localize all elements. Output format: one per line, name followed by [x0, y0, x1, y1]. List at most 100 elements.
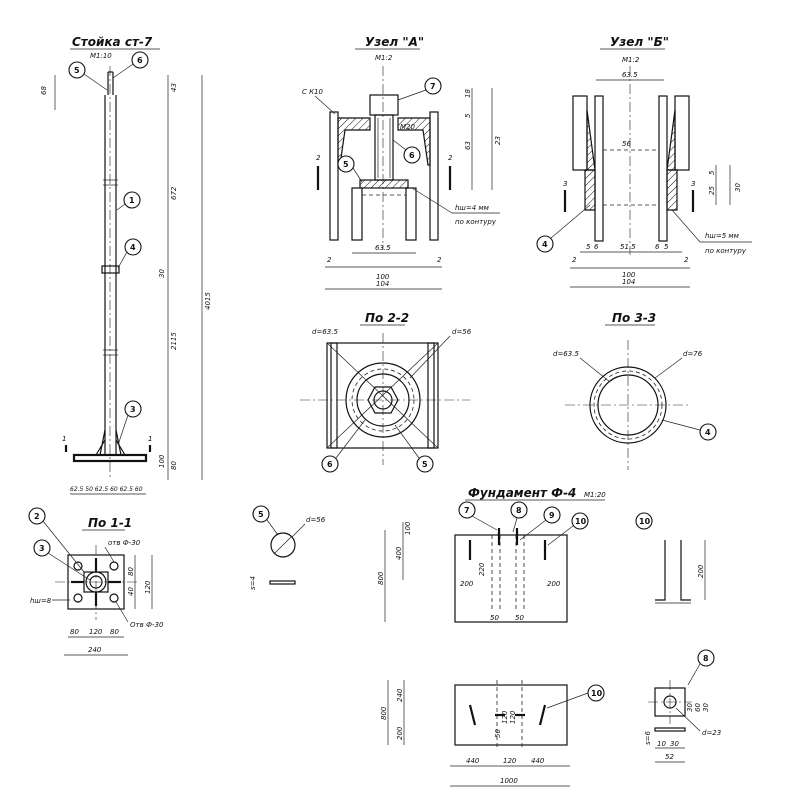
node-b-view: Узел "Б" М1:2 63.5 56 3 3 4 hш=5 мм по к…	[536, 35, 752, 288]
foundation-w1000: 1000	[500, 777, 518, 785]
node-a-d2-left: 2	[327, 256, 332, 264]
node-b-weld-contour: по контуру	[705, 247, 747, 255]
node-b-title: Узел "Б"	[610, 35, 669, 49]
foundation-callout-8: 8	[510, 501, 528, 519]
node-b-b6-left: 6	[594, 243, 599, 251]
part8-a: 30	[686, 703, 694, 712]
part8-w2: 30	[670, 740, 679, 748]
stand-view: Стойка ст-7 М1:10 1 1 5 6 1 4 3	[40, 35, 212, 495]
node-a-callout-7: 7	[424, 77, 442, 95]
sec11-v40: 40	[127, 587, 135, 596]
part8-w: 10	[657, 740, 666, 748]
foundation-w50-left: 50	[490, 614, 499, 622]
sec11-d240: 240	[88, 646, 102, 654]
svg-text:7: 7	[464, 506, 470, 515]
part-10: 10 200	[635, 512, 706, 604]
section-mark-1-right: 1	[148, 435, 152, 443]
node-a-callout-6: 6	[403, 146, 421, 164]
part5-callout: 5	[252, 505, 270, 523]
foundation-title: Фундамент Ф-4	[468, 486, 576, 500]
foundation-p120a: 120	[501, 710, 509, 724]
sec11-hole-bottom: Отв Ф-30	[130, 621, 164, 629]
sec11-weld: hш=8	[30, 597, 52, 605]
node-a-sec2-left: 2	[316, 154, 321, 162]
node-a-weld-contour: по контуру	[455, 218, 497, 226]
node-b-b515: 51.5	[620, 243, 636, 251]
svg-text:7: 7	[430, 82, 436, 91]
section-mark-1-left: 1	[62, 435, 66, 443]
sec22-d635: d=63.5	[312, 328, 338, 336]
foundation-scale: М1:20	[584, 491, 606, 499]
svg-text:10: 10	[575, 517, 587, 526]
svg-text:5: 5	[422, 460, 428, 469]
node-b-b6-right: 6	[655, 243, 660, 251]
svg-text:9: 9	[549, 511, 555, 520]
node-b-d100: 100	[622, 271, 636, 279]
node-a-title: Узел "А"	[365, 35, 424, 49]
node-b-sec3-left: 3	[563, 180, 567, 188]
svg-text:10: 10	[591, 689, 603, 698]
svg-text:4: 4	[542, 240, 548, 249]
stand-dim-43: 43	[170, 83, 178, 92]
foundation-view: Фундамент Ф-4 М1:20 7 8 9 10 200 200 220…	[377, 486, 606, 787]
svg-text:4: 4	[130, 243, 136, 252]
node-b-weld: hш=5 мм	[705, 232, 740, 240]
node-a-callout-5: 5	[337, 155, 355, 173]
stand-dim-total: 4015	[204, 292, 212, 310]
sec33-title: По 3-3	[612, 311, 656, 325]
node-b-b2-right: 2	[684, 256, 689, 264]
foundation-plan-h800: 800	[380, 706, 388, 720]
sec11-title: По 1-1	[88, 516, 132, 530]
foundation-p120b: 120	[509, 710, 517, 724]
sec11-callout-2: 2	[28, 507, 46, 525]
svg-text:2: 2	[34, 512, 40, 521]
node-a-d635: 63.5	[375, 244, 391, 252]
sec33-d76: d=76	[683, 350, 703, 358]
svg-text:6: 6	[137, 56, 143, 65]
part10-h: 200	[697, 564, 705, 578]
sec11-d80a: 80	[70, 628, 79, 636]
svg-text:4: 4	[705, 428, 711, 437]
node-a-r18: 18	[464, 89, 472, 98]
node-b-callout-4: 4	[536, 235, 554, 253]
foundation-plan-callout-10: 10	[587, 684, 605, 702]
stand-dim-672: 672	[170, 186, 178, 200]
svg-text:6: 6	[409, 151, 415, 160]
node-b-scale: М1:2	[622, 56, 640, 64]
section-2-2: По 2-2 d=63.5 d=56 6 5	[300, 311, 472, 473]
foundation-p220: 220	[478, 562, 486, 576]
node-a-scale: М1:2	[375, 54, 393, 62]
svg-text:6: 6	[327, 460, 333, 469]
foundation-p50: 50	[494, 729, 502, 738]
section-1-1: По 1-1 2 3 отв Ф-30 hш=8 Отв Ф-30 80 40 …	[28, 507, 164, 656]
sec11-v120: 120	[144, 580, 152, 594]
svg-text:3: 3	[39, 544, 45, 553]
foundation-callout-9: 9	[543, 506, 561, 524]
foundation-w50-right: 50	[515, 614, 524, 622]
part8-w3: 52	[665, 753, 674, 761]
foundation-h400: 400	[395, 546, 403, 560]
node-a-channel: С К10	[302, 88, 324, 96]
section-3-3: По 3-3 d=63.5 d=76 4	[553, 311, 717, 470]
callout-3: 3	[124, 400, 142, 418]
node-b-d56: 56	[622, 140, 631, 148]
foundation-h100: 100	[404, 521, 412, 535]
callout-1: 1	[123, 191, 141, 209]
stand-base-dims: 62.5 50 62.5 60 62.5 60	[70, 486, 143, 493]
node-a-d104: 104	[376, 280, 389, 288]
node-b-b25: 25	[708, 186, 716, 195]
node-a-r5: 5	[464, 113, 472, 118]
part8-s: s=6	[644, 730, 652, 745]
sec33-callout-4: 4	[699, 423, 717, 441]
part5-d: d=56	[306, 516, 326, 524]
sec11-v80: 80	[127, 567, 135, 576]
node-a-d100: 100	[376, 273, 390, 281]
svg-text:10: 10	[639, 517, 651, 526]
callout-5: 5	[68, 61, 86, 79]
stand-dim-100: 100	[158, 454, 166, 468]
svg-text:5: 5	[74, 66, 80, 75]
sec33-d635: d=63.5	[553, 350, 579, 358]
sec11-d120: 120	[89, 628, 103, 636]
stand-dim-30: 30	[158, 269, 166, 278]
node-a-m20: М20	[400, 123, 415, 131]
